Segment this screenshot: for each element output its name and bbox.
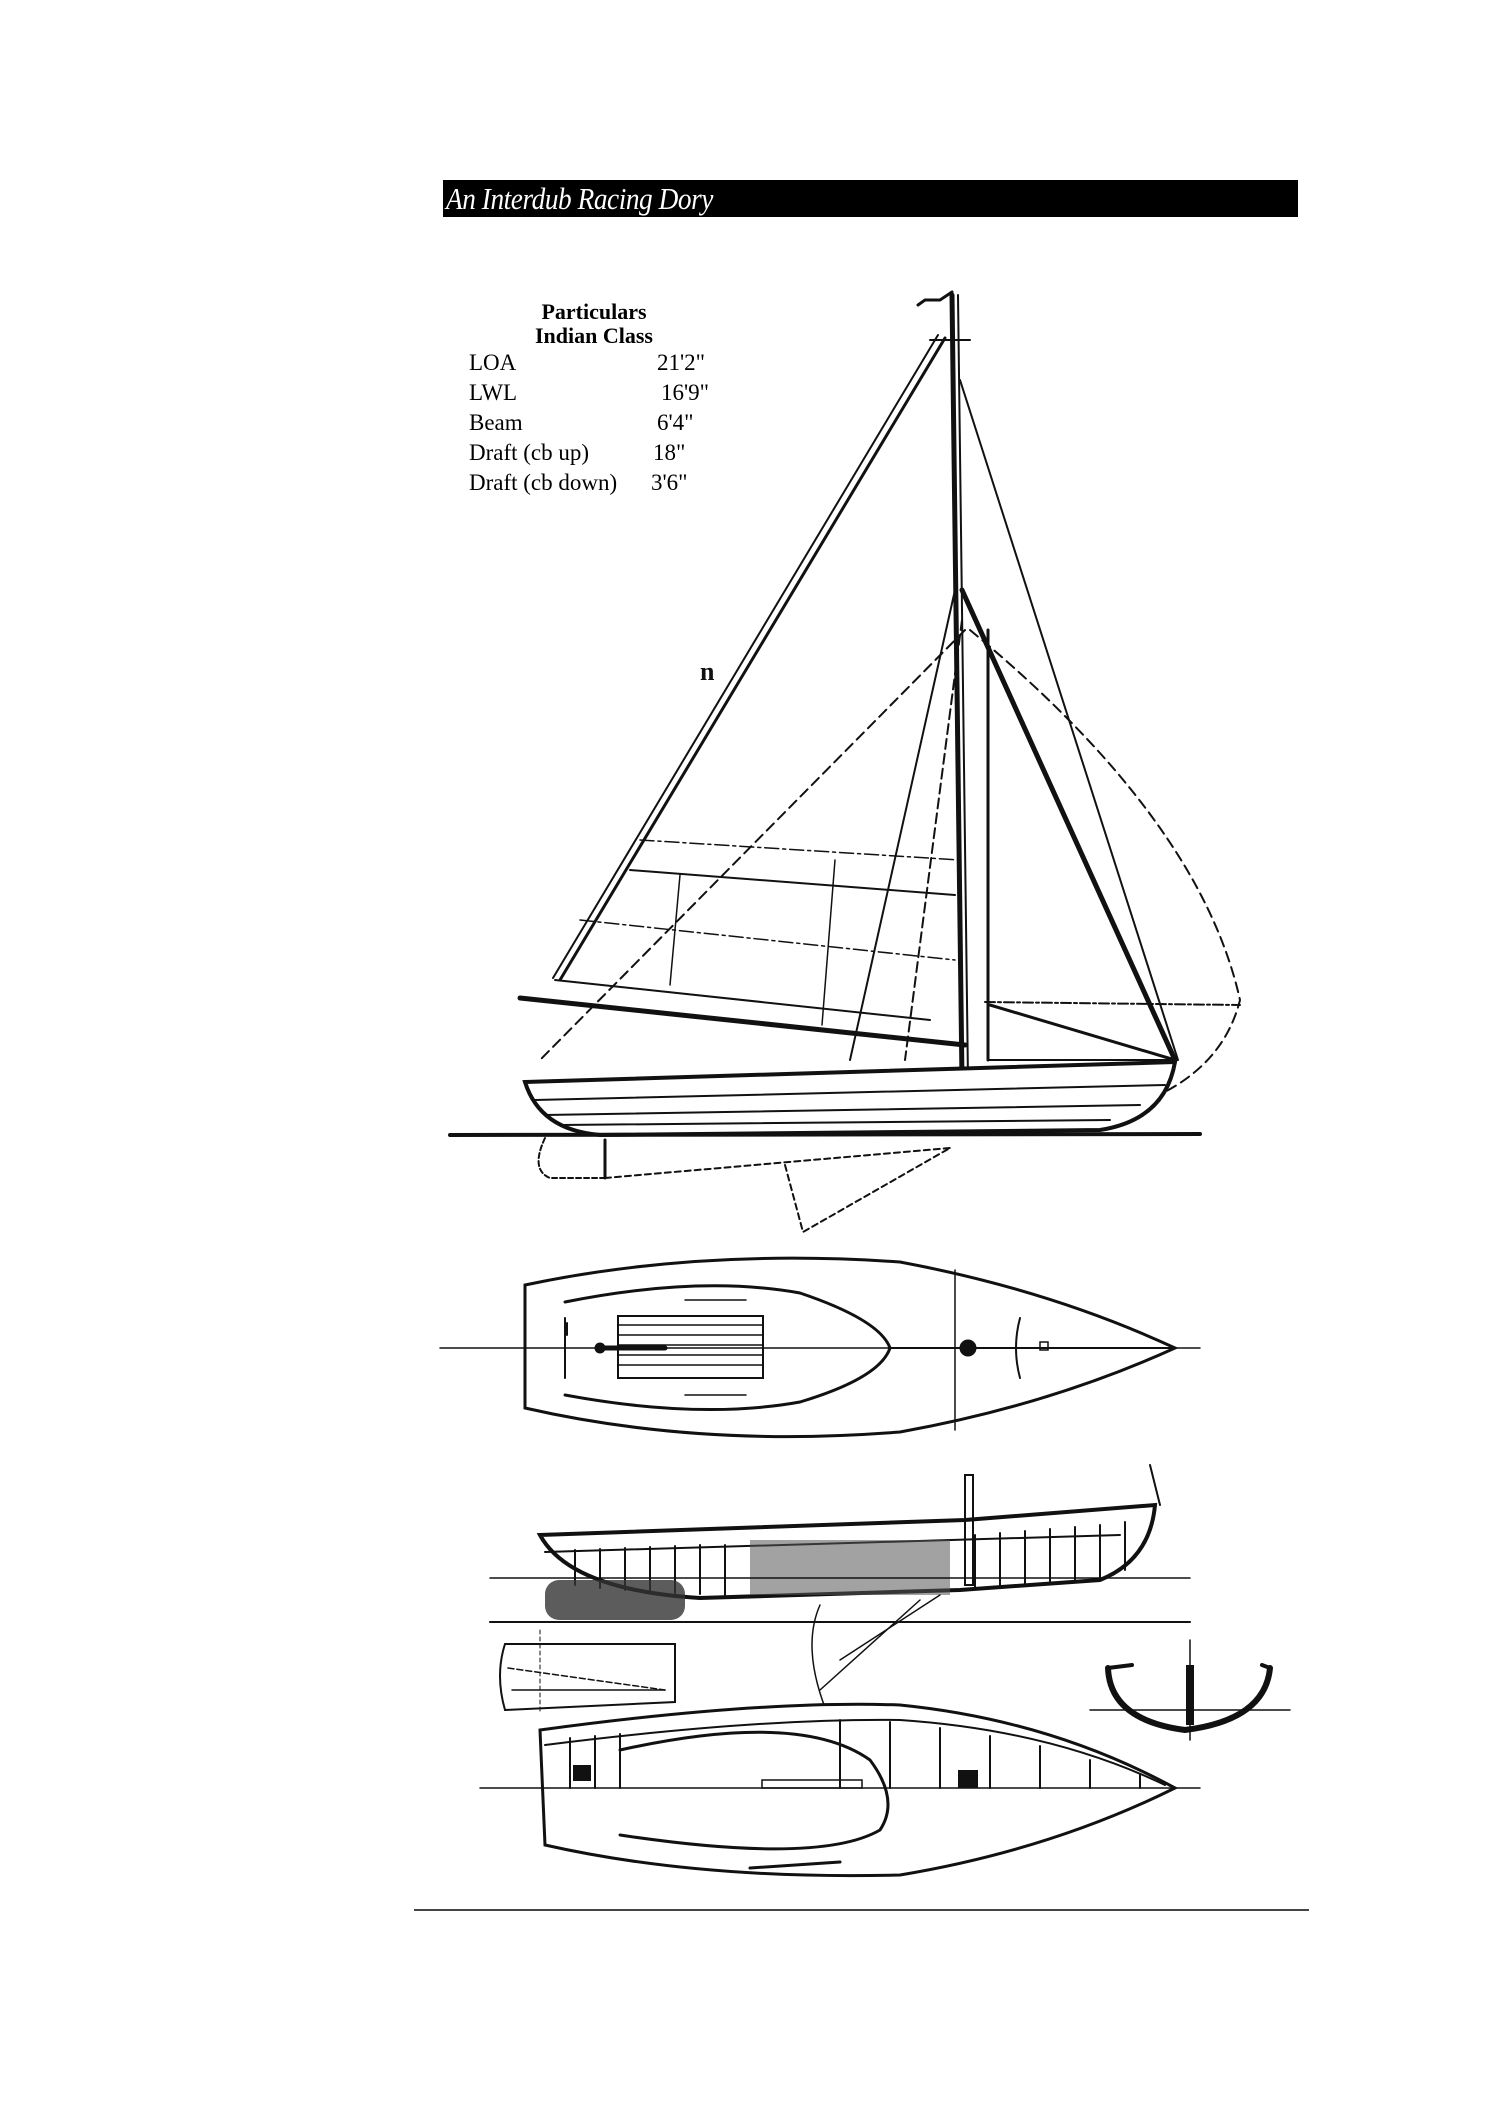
row-value: 16'9" [661,380,710,405]
row-label: Draft (cb up) [469,440,590,465]
particulars-table: Particulars Indian Class LOA 21'2" LWL 1… [469,300,739,498]
svg-text:n: n [700,657,715,686]
row-value: 21'2" [657,350,706,375]
particulars-row-beam: Beam 6'4" [469,408,739,438]
footer-rule [414,1909,1309,1911]
particulars-subheading: Indian Class [534,323,653,348]
particulars-row-loa: LOA 21'2" [469,348,739,378]
row-label: Beam [469,410,523,435]
particulars-row-draft-cb-down: Draft (cb down) 3'6" [469,468,739,498]
row-label: LOA [469,350,517,375]
sail-plan-profile: n [448,290,1242,1234]
construction-plan [479,1702,1201,1878]
particulars-row-draft-cb-up: Draft (cb up) 18" [469,438,739,468]
row-value: 3'6" [651,470,688,495]
midship-section [1089,1639,1291,1741]
row-label: LWL [469,380,518,405]
row-label: Draft (cb down) [469,470,618,495]
page-title: An Interdub Racing Dory [446,181,713,216]
deck-plan [439,1256,1201,1439]
centerboard-inset [499,1629,676,1713]
construction-profile [489,1464,1191,1721]
row-value: 18" [653,440,686,465]
title-banner: An Interdub Racing Dory [443,180,1298,217]
row-value: 6'4" [657,410,694,435]
particulars-heading: Particulars [541,299,647,324]
particulars-row-lwl: LWL 16'9" [469,378,739,408]
